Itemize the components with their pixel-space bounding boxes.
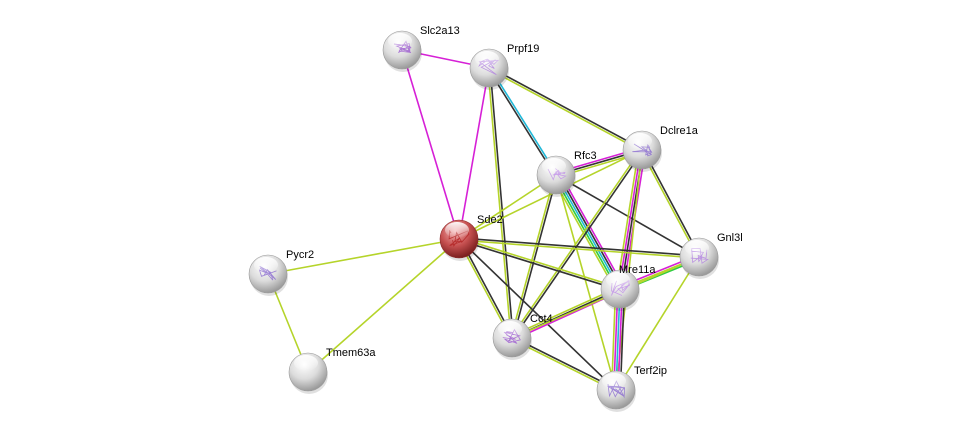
evidence-line-yellowgreen [458,239,699,259]
evidence-line-dark [557,173,623,289]
structure-trace [632,143,653,157]
evidence-line-dark [489,66,643,150]
evidence-line-cyan [489,66,558,175]
edge-sde2-mre11a[interactable] [458,237,621,291]
edge-prpf19-dclre1a[interactable] [488,66,643,152]
node-highlight [542,158,566,174]
evidence-line-dark [487,68,556,177]
node-highlight [498,321,522,337]
evidence-line-yellowgreen [510,148,642,338]
evidence-line-yellowgreen [615,149,640,289]
node-slc2a13[interactable]: Slc2a13 [382,25,460,72]
evidence-line-yellowgreen [511,338,616,392]
protein-structure-icon [258,265,277,281]
evidence-line-dark [459,237,700,257]
evidence-line-dark [512,336,617,390]
evidence-line-dark [458,239,620,291]
edge-cct4-terf2ip[interactable] [511,336,617,392]
evidence-line-dark [512,150,644,340]
node-label: Gnl3l [717,232,743,244]
node-highlight [254,257,278,273]
evidence-line-yellowgreen [551,176,617,292]
evidence-line-yellowgreen [458,174,557,240]
evidence-line-yellowgreen [267,238,460,275]
structure-trace [393,40,412,53]
node-highlight [602,373,626,389]
node-pycr2[interactable]: Pycr2 [248,249,314,296]
node-label: Sde2 [477,214,503,226]
evidence-line-yellowgreen [458,149,643,240]
node-cct4[interactable]: Cct4 [492,313,553,360]
protein-structure-icon [632,143,653,157]
evidence-line-magenta [559,172,625,288]
edge-rfc3-cct4[interactable] [510,174,558,339]
edge-dclre1a-cct4[interactable] [510,148,644,340]
edge-gnl3l-terf2ip[interactable] [615,256,700,391]
node-highlight [606,272,630,288]
node-tmem63a[interactable]: Tmem63a [288,347,376,394]
node-highlight [475,51,499,67]
edge-sde2-terf2ip[interactable] [458,238,617,391]
node-label: Slc2a13 [420,25,460,37]
node-label: Dclre1a [660,125,699,137]
node-label: Terf2ip [634,365,667,377]
evidence-line-yellowgreen [640,150,699,258]
evidence-line-yellowgreen [615,256,700,391]
evidence-line-dark [489,67,514,338]
evidence-line-magenta [618,149,642,289]
evidence-line-magenta [401,49,460,240]
evidence-line-yellowgreen [555,174,617,391]
evidence-line-yellowgreen [487,68,512,339]
node-mre11a[interactable]: Mre11a [600,264,656,311]
edge-sde2-pycr2[interactable] [267,238,460,275]
node-label: Cct4 [530,313,553,325]
edge-sde2-gnl3l[interactable] [458,237,700,259]
evidence-line-yellowgreen [510,174,556,338]
node-highlight [685,240,709,256]
structure-trace [258,265,277,281]
evidence-line-yellowgreen [510,286,620,337]
node-label: Pycr2 [286,249,314,261]
node-highlight [628,133,652,149]
evidence-line-yellowgreen [307,238,460,373]
edge-dclre1a-gnl3l[interactable] [640,149,701,258]
evidence-line-dark [458,238,617,391]
edge-slc2a13-sde2[interactable] [401,49,460,240]
node-label: Tmem63a [326,347,376,359]
node-rfc3[interactable]: Rfc3 [536,150,597,197]
node-gnl3l[interactable]: Gnl3l [679,232,743,279]
evidence-line-yellowgreen [488,68,642,152]
evidence-line-dark [512,175,558,339]
node-label: Prpf19 [507,43,539,55]
edge-prpf19-rfc3[interactable] [487,66,558,177]
node-label: Mre11a [619,264,656,276]
evidence-line-cyan [555,174,621,290]
node-highlight [294,355,318,371]
node-highlight [388,33,412,49]
protein-structure-icon [393,40,412,53]
node-sde2[interactable]: Sde2 [439,214,503,261]
evidence-line-dark [642,149,701,257]
evidence-line-yellowgreen [459,237,621,289]
edge-prpf19-sde2[interactable] [458,67,490,240]
edge-dclre1a-sde2[interactable] [458,149,643,240]
edge-prpf19-cct4[interactable] [487,67,514,339]
node-highlight [445,222,469,238]
node-label: Rfc3 [574,150,597,162]
edge-rfc3-terf2ip[interactable] [555,174,617,391]
evidence-line-magenta [458,67,490,240]
node-terf2ip[interactable]: Terf2ip [596,365,667,412]
node-dclre1a[interactable]: Dclre1a [622,125,699,172]
edge-rfc3-sde2[interactable] [458,174,557,240]
node-prpf19[interactable]: Prpf19 [469,43,539,90]
edge-sde2-tmem63a[interactable] [307,238,460,373]
